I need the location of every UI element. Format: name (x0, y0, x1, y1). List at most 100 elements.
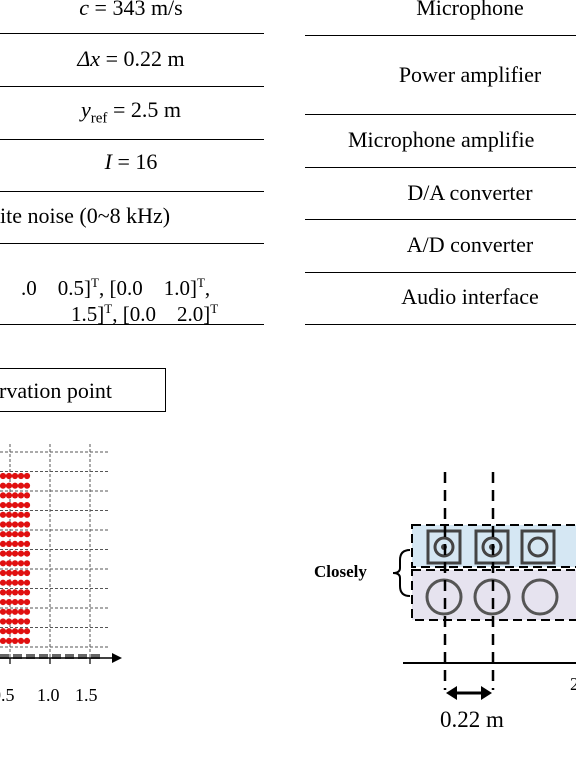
equipment-row: D/A converter (407, 180, 533, 205)
loudspeaker-icon (520, 529, 556, 565)
source-marker (52, 654, 61, 659)
equipment-row: Audio interface (401, 284, 539, 309)
observation-point (11, 579, 19, 586)
table-rule (0, 86, 264, 87)
observation-point (23, 531, 31, 538)
observation-point (11, 482, 19, 489)
observation-point (5, 472, 13, 480)
observation-point (5, 599, 13, 606)
observation-point (5, 618, 13, 625)
observation-point (0, 589, 7, 596)
observation-point (23, 502, 31, 509)
signal-cell: ite noise (0~8 kHz) (0, 203, 171, 228)
table-rule (305, 114, 576, 115)
observation-point (11, 628, 19, 635)
observation-point (5, 521, 13, 528)
observation-point (23, 608, 31, 615)
observation-point (5, 492, 13, 499)
table-rule (0, 139, 264, 140)
source-marker (39, 654, 48, 659)
observation-point (17, 608, 25, 615)
source-count-cell: I = 16 (104, 149, 158, 174)
observation-point (11, 521, 19, 528)
observation-point (0, 628, 7, 635)
observation-point (17, 502, 25, 509)
x-tick-label: 1.5 (75, 685, 98, 705)
observation-point (11, 502, 19, 509)
observation-point (0, 531, 7, 538)
observation-point (17, 569, 25, 577)
source-markers (0, 654, 100, 659)
observation-point (0, 540, 7, 547)
observation-point (0, 599, 7, 606)
observation-point (5, 511, 13, 518)
legend-label: rvation point (0, 378, 113, 403)
observation-point (17, 511, 25, 518)
spacing-cell: Δx = 0.22 m (77, 46, 185, 71)
observation-point (0, 472, 7, 480)
spacing-label: 0.22 m (440, 707, 504, 732)
x-tick-label: 0.5 (0, 685, 15, 705)
spacing-arrow-left-head (446, 686, 457, 700)
observation-point (0, 579, 7, 586)
observation-point (11, 637, 19, 644)
table-rule (0, 191, 264, 192)
observation-point (23, 618, 31, 625)
observation-point (23, 521, 31, 528)
observation-point (0, 618, 7, 625)
observation-point (11, 550, 19, 557)
observation-point (17, 618, 25, 625)
reference-line-cell: yref = 2.5 m (81, 97, 181, 127)
observation-point (17, 540, 25, 547)
observation-point (23, 569, 31, 577)
x-tick-label: 1.0 (37, 685, 60, 705)
observation-point (23, 579, 31, 586)
source-marker (0, 654, 9, 659)
positions-cell-line2: 1.5]T, [0.0 2.0]T (71, 301, 219, 326)
observation-point (5, 502, 13, 509)
microphone-circle-icon (521, 578, 559, 616)
spacing-arrow-right-head (481, 686, 492, 700)
equipment-row: A/D converter (406, 232, 534, 257)
source-marker (26, 654, 35, 659)
observation-point (5, 608, 13, 615)
observation-point (23, 492, 31, 499)
equipment-row: Power amplifier (398, 62, 542, 87)
observation-point (17, 560, 25, 567)
observation-point (11, 608, 19, 615)
observation-point (11, 618, 19, 625)
observation-point (23, 540, 31, 547)
table-rule (0, 324, 264, 325)
observation-point (17, 482, 25, 489)
observation-point (17, 628, 25, 635)
observation-point (11, 560, 19, 567)
grid-lines (0, 444, 110, 658)
observation-point (11, 531, 19, 538)
table-rule (0, 243, 264, 244)
observation-point (5, 531, 13, 538)
observation-point (23, 511, 31, 518)
observation-point (23, 550, 31, 557)
observation-point (17, 589, 25, 596)
x-ticks (9, 658, 91, 664)
observation-point (5, 482, 13, 489)
observation-point (17, 472, 25, 480)
equipment-row: Microphone (416, 0, 524, 20)
observation-point (11, 599, 19, 606)
bracket-label: Closely (314, 562, 367, 581)
observation-point (11, 492, 19, 499)
observation-point (17, 521, 25, 528)
observation-point (17, 492, 25, 499)
source-marker (91, 654, 100, 659)
observation-point (17, 531, 25, 538)
observation-point (23, 472, 31, 480)
observation-point (5, 540, 13, 547)
observation-point (0, 502, 7, 509)
source-marker (13, 654, 22, 659)
observation-point (0, 637, 7, 644)
observation-point (0, 560, 7, 567)
observation-point (23, 589, 31, 596)
table-rule (305, 35, 576, 36)
observation-point (5, 579, 13, 586)
positions-cell-line1: .0 0.5]T, [0.0 1.0]T, (21, 275, 211, 300)
